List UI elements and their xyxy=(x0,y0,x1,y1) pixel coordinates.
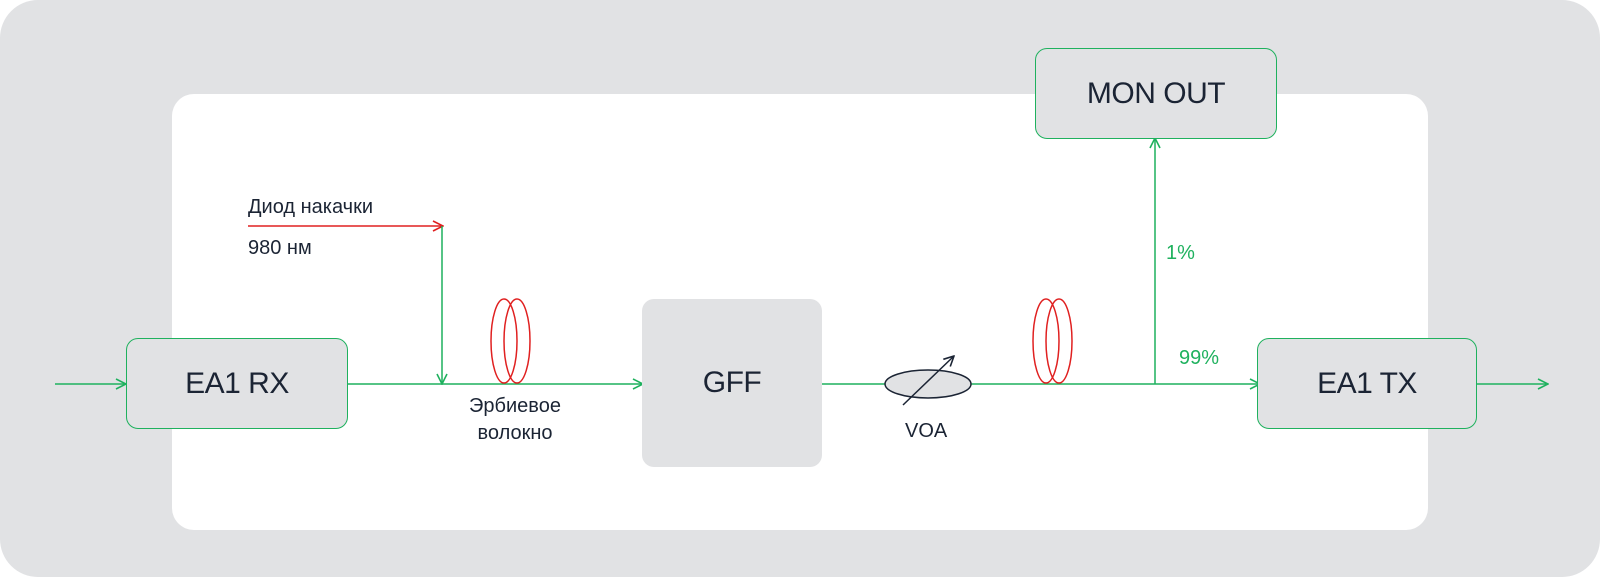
ea1-rx-block: EA1 RX xyxy=(126,338,348,429)
through-split-label: 99% xyxy=(1179,347,1220,369)
gff-block: GFF xyxy=(642,299,822,467)
erbium-fiber-coil-icon xyxy=(490,298,531,384)
erbium-fiber-label-line1: Эрбиевое xyxy=(469,395,561,417)
erbium-fiber-label: Эрбиевое волокно xyxy=(430,393,600,447)
pump-wavelength-label: 980 нм xyxy=(248,237,312,259)
voa-attenuator-icon xyxy=(884,356,972,406)
monitor-split-label: 1% xyxy=(1166,242,1195,264)
voa-label: VOA xyxy=(905,420,948,442)
fiber-coil-icon xyxy=(1032,298,1073,384)
pump-diode-label: Диод накачки xyxy=(248,196,374,218)
erbium-fiber-label-line2: волокно xyxy=(477,422,553,444)
ea1-tx-block: EA1 TX xyxy=(1257,338,1477,429)
mon-out-block: MON OUT xyxy=(1035,48,1277,139)
